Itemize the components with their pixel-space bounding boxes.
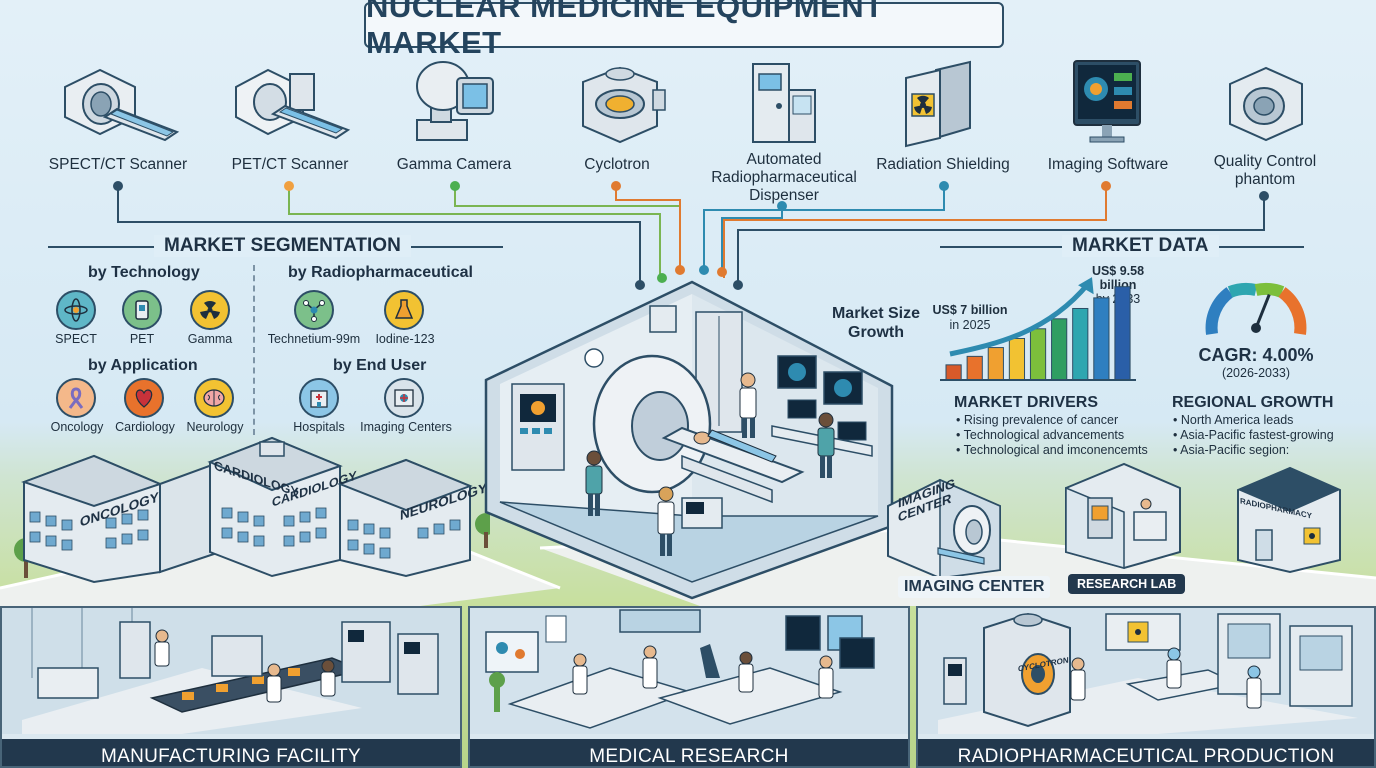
central-imaging-room: [484, 280, 894, 600]
neurology-label: Neurology: [186, 420, 244, 434]
page-title: NUCLEAR MEDICINE EQUIPMENT MARKET: [366, 0, 884, 60]
ribbon-icon: [56, 378, 96, 418]
research-lab-label: RESEARCH LAB: [1068, 574, 1186, 594]
equipment-label-spect-ct: SPECT/CT Scanner: [48, 156, 188, 173]
regional-list: North America leads Asia-Pacific fastest…: [1173, 413, 1363, 458]
spect-icon: [56, 290, 96, 330]
equipment-label-qc-phantom: Quality Control phantom: [1213, 153, 1317, 188]
technology-gamma-label: Gamma: [187, 332, 233, 346]
growth-arrow: [949, 282, 1090, 357]
molecule-icon: [294, 290, 334, 330]
imaging-centers-label: Imaging Centers: [360, 420, 452, 434]
by-radiopharmaceutical-heading: by Radiopharmaceutical: [288, 264, 473, 281]
technetium-label: Technetium-99m: [267, 332, 361, 346]
start-year: in 2025: [949, 318, 991, 332]
imaging-center-building: [887, 478, 1001, 580]
segmentation-divider: [253, 265, 255, 435]
bar-2031: [1072, 307, 1089, 381]
medical-research-illustration: [470, 608, 908, 734]
driver-item: Technological and imconencemts: [956, 443, 1166, 458]
equipment-label-imaging-software: Imaging Software: [1047, 156, 1169, 173]
title-box: NUCLEAR MEDICINE EQUIPMENT MARKET: [364, 0, 1004, 60]
cardiology-label: Cardiology: [115, 420, 175, 434]
iodine-label: Iodine-123: [375, 332, 435, 346]
radiopharm-production-label: RADIOPHARMACEUTICAL PRODUCTION: [918, 739, 1374, 766]
bar-2029: [1029, 328, 1047, 381]
radiopharmacy-building: [1237, 466, 1341, 574]
medical-research-label: MEDICAL RESEARCH: [470, 739, 908, 766]
heart-icon: [124, 378, 164, 418]
market-size-bar-chart: [940, 277, 1136, 381]
gamma-radiation-icon: [190, 290, 230, 330]
connector-lines: [113, 181, 1269, 290]
research-lab-building: [1065, 462, 1181, 570]
driver-item: Technological advancements: [956, 428, 1166, 443]
pet-icon: [122, 290, 162, 330]
technology-spect-label: SPECT: [55, 332, 97, 346]
hospital-icon: [299, 378, 339, 418]
equipment-label-radiation-shielding: Radiation Shielding: [876, 156, 1010, 173]
regional-item: Asia-Pacific segion:: [1173, 443, 1363, 458]
radiation-shield-icon: [900, 58, 980, 153]
regional-item: Asia-Pacific fastest-growing: [1173, 428, 1363, 443]
manufacturing-label: MANUFACTURING FACILITY: [2, 739, 460, 766]
brain-icon: [194, 378, 234, 418]
bar-2033: [1114, 286, 1131, 381]
spect-ct-scanner-icon: [55, 62, 180, 152]
pet-ct-scanner-icon: [228, 62, 353, 152]
bar-2032: [1093, 297, 1110, 381]
equipment-label-cyclotron: Cyclotron: [584, 156, 650, 173]
imaging-center-label: IMAGING CENTER: [898, 576, 1051, 598]
by-end-user-heading: by End User: [333, 357, 427, 374]
oncology-label: Oncology: [50, 420, 104, 434]
start-value: US$ 7 billion: [932, 303, 1008, 317]
growth-arrow-head: [1078, 277, 1094, 295]
qc-phantom-icon: [1222, 62, 1307, 152]
market-size-label: Market Size Growth: [831, 305, 921, 341]
equipment-label-pet-ct: PET/CT Scanner: [231, 156, 349, 173]
cagr-period: (2026-2033): [1221, 366, 1291, 380]
radiopharm-production-illustration: [918, 608, 1374, 734]
bar-2026: [966, 355, 983, 381]
radiopharm-production-panel: CYCLOTRON RADIOPHARMACEUTICAL PRODUCTION: [916, 606, 1376, 768]
bar-2030: [1051, 318, 1068, 381]
cyclotron-icon: [575, 62, 670, 152]
medical-research-panel: MEDICAL RESEARCH: [468, 606, 910, 768]
equipment-label-gamma-camera: Gamma Camera: [396, 156, 512, 173]
manufacturing-illustration: [2, 608, 460, 734]
bar-2028: [1008, 337, 1026, 381]
hospital-campus: [14, 436, 490, 584]
by-technology-heading: by Technology: [88, 264, 200, 281]
technology-pet-label: PET: [129, 332, 155, 346]
regional-item: North America leads: [1173, 413, 1363, 428]
equipment-label-dispenser: Automated Radiopharmaceutical Dispenser: [711, 151, 857, 204]
imaging-center-icon: [384, 378, 424, 418]
imaging-software-icon: [1068, 55, 1148, 155]
cagr-gauge: [1205, 282, 1307, 335]
gauge-needle: [1254, 293, 1271, 329]
flask-icon: [384, 290, 424, 330]
manufacturing-panel: MANUFACTURING FACILITY: [0, 606, 462, 768]
drivers-list: Rising prevalence of cancer Technologica…: [956, 413, 1166, 458]
by-application-heading: by Application: [88, 357, 198, 374]
hospitals-label: Hospitals: [293, 420, 345, 434]
regional-heading: REGIONAL GROWTH: [1172, 394, 1334, 411]
driver-item: Rising prevalence of cancer: [956, 413, 1166, 428]
cagr-value: CAGR: 4.00%: [1198, 345, 1314, 365]
segmentation-heading: MARKET SEGMENTATION: [154, 235, 411, 257]
drivers-heading: MARKET DRIVERS: [954, 394, 1099, 411]
gamma-camera-icon: [405, 58, 505, 153]
bar-2027: [987, 347, 1004, 381]
market-data-heading: MARKET DATA: [1062, 235, 1219, 257]
bar-2025: [945, 364, 962, 381]
dispenser-icon: [745, 58, 825, 153]
